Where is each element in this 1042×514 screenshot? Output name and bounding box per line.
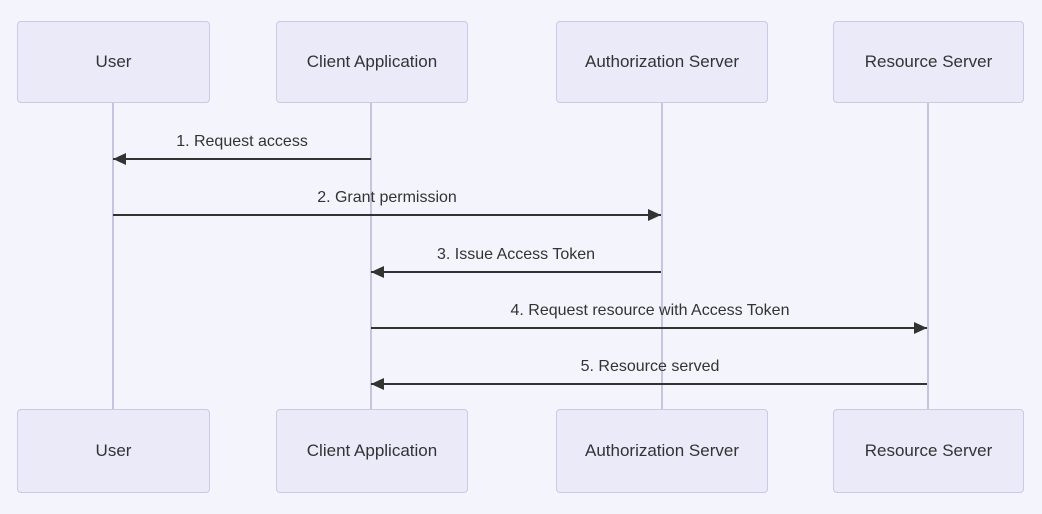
lifeline-resource-server	[927, 103, 929, 410]
message-2-label: 2. Grant permission	[317, 189, 457, 206]
message-5-label: 5. Resource served	[580, 358, 720, 375]
message-4-arrowhead-icon	[914, 322, 927, 334]
actor-resource-server-top: Resource Server	[833, 21, 1024, 103]
actor-resource-server-bottom: Resource Server	[833, 409, 1024, 493]
actor-authorization-server-top: Authorization Server	[556, 21, 768, 103]
message-1-label: 1. Request access	[176, 133, 308, 150]
message-3-label: 3. Issue Access Token	[436, 246, 596, 263]
message-5-line	[371, 383, 927, 385]
actor-client-application-label: Client Application	[306, 441, 438, 460]
actor-user-bottom: User	[17, 409, 210, 493]
actor-resource-server-label: Resource Server	[864, 441, 993, 460]
message-3-arrowhead-icon	[371, 266, 384, 278]
actor-authorization-server-label: Authorization Server	[584, 441, 740, 460]
actor-user-label: User	[95, 52, 132, 71]
message-3-line	[371, 271, 661, 273]
lifeline-client-application	[370, 103, 372, 410]
actor-authorization-server-label: Authorization Server	[584, 52, 740, 71]
message-4-label: 4. Request resource with Access Token	[510, 302, 790, 319]
message-1-arrowhead-icon	[113, 153, 126, 165]
actor-client-application-label: Client Application	[306, 52, 438, 71]
message-2-line	[113, 214, 661, 216]
lifeline-authorization-server	[661, 103, 663, 410]
actor-user-top: User	[17, 21, 210, 103]
message-1-line	[113, 158, 371, 160]
message-4-line	[371, 327, 927, 329]
actor-client-application-bottom: Client Application	[276, 409, 468, 493]
actor-user-label: User	[95, 441, 132, 460]
message-5-arrowhead-icon	[371, 378, 384, 390]
lifeline-user	[112, 103, 114, 410]
message-2-arrowhead-icon	[648, 209, 661, 221]
actor-resource-server-label: Resource Server	[864, 52, 993, 71]
actor-client-application-top: Client Application	[276, 21, 468, 103]
actor-authorization-server-bottom: Authorization Server	[556, 409, 768, 493]
